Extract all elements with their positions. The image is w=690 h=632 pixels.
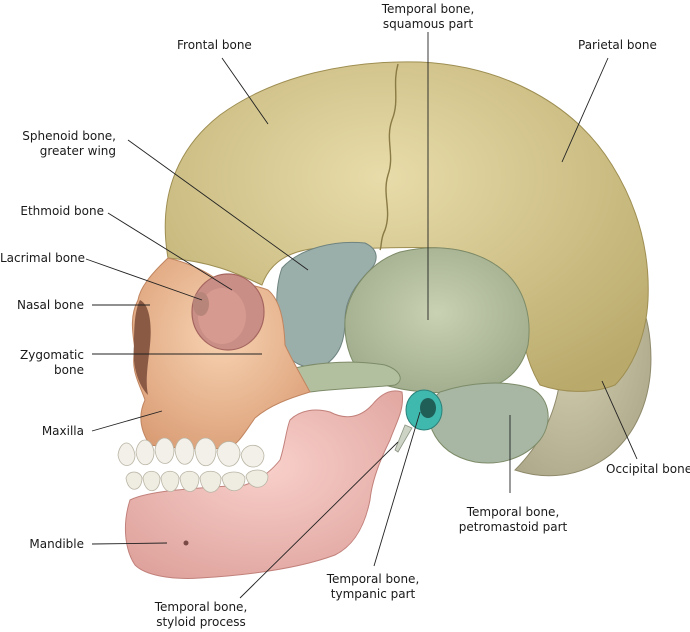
label-ethmoid-bone: Ethmoid bone: [6, 204, 104, 219]
label-temporal-petromastoid: Temporal bone, petromastoid part: [448, 505, 578, 535]
label-mandible-line-1: Mandible: [29, 537, 84, 551]
label-temporal-petromastoid-line-2: petromastoid part: [458, 520, 568, 534]
label-maxilla-line-1: Maxilla: [41, 424, 84, 438]
leader-lacrimal: [85, 258, 203, 301]
label-temporal-styloid-line-1: Temporal bone,: [154, 600, 248, 614]
leader-mandible: [91, 542, 168, 545]
label-maxilla: Maxilla: [0, 424, 84, 439]
styloid-process-shape: [394, 424, 413, 453]
label-temporal-styloid-line-2: styloid process: [156, 615, 246, 629]
label-sphenoid-bone-line-1: Sphenoid bone,: [22, 129, 116, 143]
leader-maxilla: [91, 410, 163, 432]
label-occipital-bone-line-1: Occipital bone: [606, 462, 690, 476]
label-parietal-bone: Parietal bone: [578, 38, 657, 53]
label-lacrimal-bone-line-1: Lacrimal bone: [0, 251, 86, 265]
label-temporal-petromastoid-line-1: Temporal bone,: [466, 505, 560, 519]
label-sphenoid-bone-line-2: greater wing: [39, 144, 116, 158]
coronal-suture: [379, 63, 399, 251]
acoustic-meatus: [420, 398, 436, 418]
label-temporal-tympanic: Temporal bone, tympanic part: [318, 572, 428, 602]
leader-styloid: [239, 441, 399, 599]
label-frontal-bone-line-1: Frontal bone: [177, 38, 252, 52]
mental-foramen: [183, 540, 189, 546]
label-nasal-bone-line-1: Nasal bone: [16, 298, 84, 312]
label-temporal-styloid: Temporal bone, styloid process: [146, 600, 256, 630]
temporal-petromastoid-shape: [429, 382, 549, 464]
label-sphenoid-bone: Sphenoid bone, greater wing: [6, 129, 116, 159]
label-zygomatic-bone: Zygomatic bone: [0, 348, 84, 378]
leader-parietal: [561, 57, 609, 163]
leader-frontal: [221, 57, 269, 125]
label-parietal-bone-line-1: Parietal bone: [578, 38, 657, 52]
label-temporal-tympanic-line-2: tympanic part: [330, 587, 416, 601]
leader-sphenoid: [127, 139, 309, 271]
zygomatic-arch-shape: [293, 361, 401, 393]
lower-teeth: [125, 469, 269, 493]
label-occipital-bone: Occipital bone: [606, 462, 690, 477]
ethmoid-shape: [198, 288, 246, 344]
leader-lines: [85, 32, 638, 599]
lacrimal-shape: [193, 292, 209, 316]
label-frontal-bone: Frontal bone: [177, 38, 252, 53]
leader-ethmoid: [107, 212, 233, 291]
upper-teeth: [117, 437, 265, 468]
label-mandible: Mandible: [0, 537, 84, 552]
label-nasal-bone: Nasal bone: [0, 298, 84, 313]
leader-occipital: [601, 380, 638, 460]
label-zygomatic-bone-line-2: bone: [54, 363, 84, 377]
label-temporal-squamous: Temporal bone, squamous part: [378, 2, 478, 32]
label-temporal-squamous-line-1: Temporal bone,: [381, 2, 475, 16]
leader-tympanic: [373, 411, 421, 567]
label-temporal-tympanic-line-1: Temporal bone,: [326, 572, 420, 586]
label-zygomatic-bone-line-1: Zygomatic: [20, 348, 84, 362]
label-temporal-squamous-line-2: squamous part: [382, 17, 474, 31]
label-ethmoid-bone-line-1: Ethmoid bone: [20, 204, 104, 218]
nasal-aperture-shape: [133, 300, 151, 395]
label-lacrimal-bone: Lacrimal bone: [0, 251, 86, 266]
